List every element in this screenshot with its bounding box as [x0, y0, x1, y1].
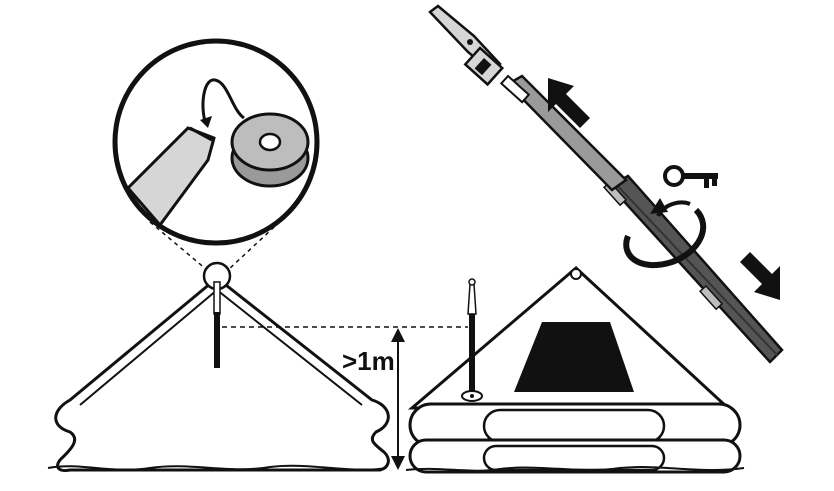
rotate-arrow-icon [623, 198, 707, 269]
arrow-down-right-icon [740, 252, 780, 300]
height-label: >1m [342, 346, 395, 376]
ring-spool [230, 112, 310, 188]
raft-right [405, 265, 745, 474]
antenna-right [461, 278, 483, 402]
height-dimension: >1m [342, 328, 405, 470]
telescopic-pole [428, 4, 784, 364]
canopy-window [514, 322, 634, 392]
key-icon [663, 165, 718, 188]
lanyard-loop [201, 78, 245, 123]
magnifier-detail [112, 38, 320, 246]
arrow-up-left-icon [548, 78, 590, 128]
raft-left [54, 261, 390, 472]
canopy-tip-zoomed [125, 126, 216, 228]
